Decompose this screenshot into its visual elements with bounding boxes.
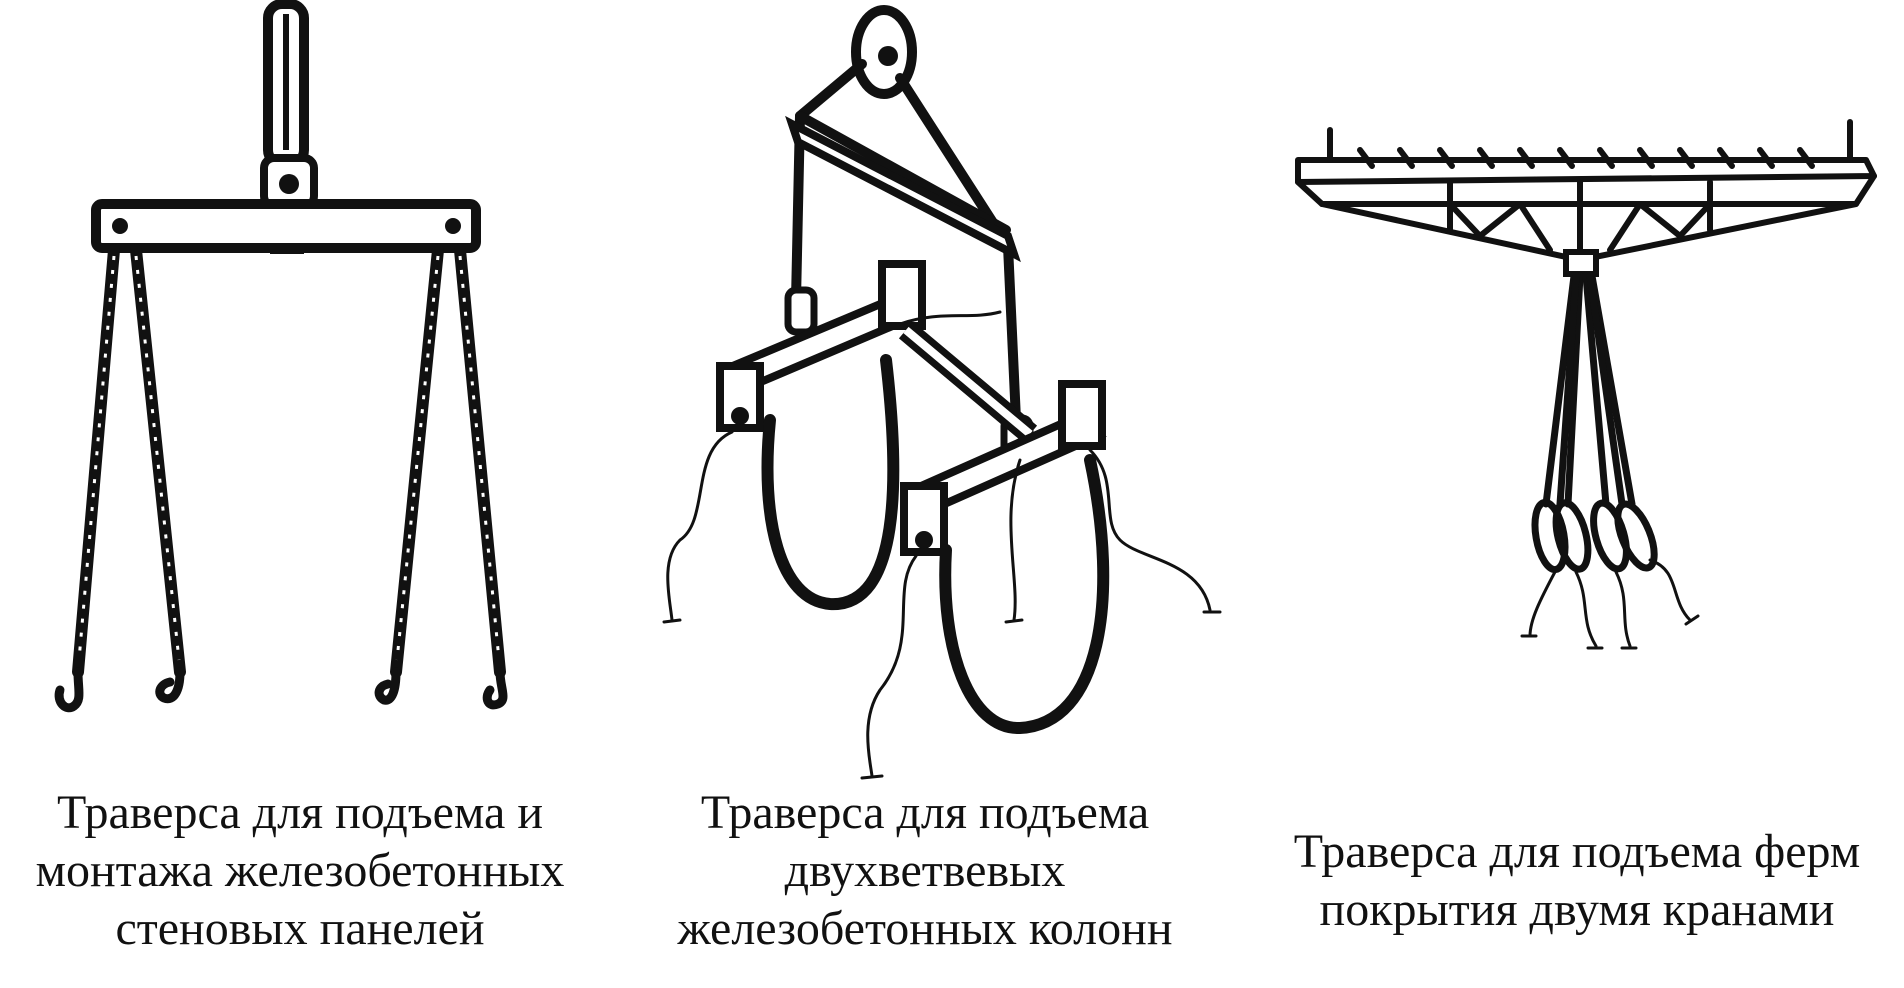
traverse-beam xyxy=(91,199,481,253)
guide-ropes xyxy=(1520,558,1700,650)
caption-truss-traverse: Траверса для подъема ферм покрытия двумя… xyxy=(1250,823,1904,939)
rear-beam xyxy=(716,260,926,432)
wall-panel-traverse-drawing xyxy=(54,0,508,713)
slings xyxy=(72,244,506,678)
truss-frame xyxy=(1295,119,1877,265)
caption-line: двухветвевых xyxy=(784,844,1066,897)
caption-line: железобетонных колонн xyxy=(677,902,1173,955)
caption-line: покрытия двумя кранами xyxy=(1319,883,1835,936)
hooks xyxy=(54,667,508,713)
column-traverse-drawing xyxy=(662,5,1222,780)
grip-loops xyxy=(1531,498,1658,574)
slings xyxy=(1542,272,1636,508)
wall-panel-traverse-panel: Траверса для подъема и монтажа железобет… xyxy=(0,0,600,988)
column-traverse-panel: Траверса для подъема двухветвевых железо… xyxy=(600,0,1250,988)
caption-column-traverse: Траверса для подъема двухветвевых железо… xyxy=(600,784,1250,958)
front-beam xyxy=(900,380,1107,556)
caption-line: Траверса для подъема ферм xyxy=(1293,825,1861,878)
caption-line: стеновых панелей xyxy=(115,902,485,955)
caption-line: Траверса для подъема xyxy=(700,786,1150,839)
caption-line: монтажа железобетонных xyxy=(35,844,565,897)
truss-traverse-panel: Траверса для подъема ферм покрытия двумя… xyxy=(1250,0,1904,988)
grip-loops xyxy=(761,354,1110,735)
caption-wall-panel-traverse: Траверса для подъема и монтажа железобет… xyxy=(0,784,600,958)
guide-ropes xyxy=(662,310,1222,780)
upper-crossbar xyxy=(785,115,1021,263)
truss-traverse-drawing xyxy=(1295,119,1877,650)
caption-line: Траверса для подъема и xyxy=(56,786,544,839)
